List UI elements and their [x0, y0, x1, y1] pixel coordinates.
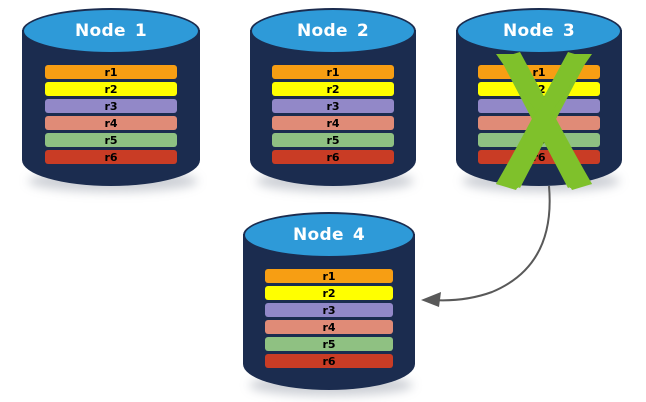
arrow-head-icon — [421, 292, 441, 307]
record-label: r3 — [322, 303, 336, 317]
record-row: r5 — [477, 133, 601, 147]
record-label: r2 — [104, 82, 118, 96]
record-label: r6 — [326, 150, 340, 164]
record-label: r5 — [532, 133, 546, 147]
record-row: r4 — [477, 116, 601, 130]
record-label: r6 — [532, 150, 546, 164]
record-label: r3 — [104, 99, 118, 113]
record-row: r6 — [271, 150, 395, 164]
record-label: r1 — [104, 65, 118, 79]
record-label: r5 — [104, 133, 118, 147]
node-4[interactable]: r1 r2 r3 r4 r5 r6 Node 4 — [243, 212, 415, 396]
record-label: r5 — [326, 133, 340, 147]
record-label: r1 — [532, 65, 546, 79]
record-row: r2 — [271, 82, 395, 96]
record-label: r3 — [532, 99, 546, 113]
record-label: r1 — [322, 269, 336, 283]
record-label: r2 — [322, 286, 336, 300]
record-row: r4 — [271, 116, 395, 130]
cylinder-top — [250, 8, 416, 54]
record-row: r3 — [271, 99, 395, 113]
record-label: r2 — [532, 82, 546, 96]
record-row: r6 — [265, 354, 393, 368]
record-row: r1 — [477, 65, 601, 79]
record-row: r3 — [477, 99, 601, 113]
record-label: r5 — [322, 337, 336, 351]
node-1[interactable]: r1 r2 r3 r4 r5 r6 Node 1 — [22, 8, 200, 192]
record-row: r4 — [265, 320, 393, 334]
record-label: r4 — [104, 116, 118, 130]
record-row: r6 — [477, 150, 601, 164]
record-row: r2 — [45, 82, 177, 96]
record-row: r1 — [45, 65, 177, 79]
record-row: r3 — [45, 99, 177, 113]
record-label: r4 — [326, 116, 340, 130]
record-label: r3 — [326, 99, 340, 113]
record-row: r3 — [265, 303, 393, 317]
record-list: r1 r2 r3 r4 r5 r6 — [271, 65, 395, 164]
record-row: r1 — [271, 65, 395, 79]
arrow-path — [431, 185, 551, 302]
record-row: r5 — [45, 133, 177, 147]
record-list: r1 r2 r3 r4 r5 r6 — [45, 65, 177, 164]
record-list: r1 r2 r3 r4 r5 r6 — [265, 269, 393, 368]
record-row: r6 — [45, 150, 177, 164]
record-row: r5 — [271, 133, 395, 147]
node-2[interactable]: r1 r2 r3 r4 r5 r6 Node 2 — [250, 8, 416, 192]
record-row: r2 — [265, 286, 393, 300]
record-label: r2 — [326, 82, 340, 96]
record-row: r5 — [265, 337, 393, 351]
record-row: r2 — [477, 82, 601, 96]
record-label: r6 — [322, 354, 336, 368]
record-row: r1 — [265, 269, 393, 283]
record-label: r6 — [104, 150, 118, 164]
record-row: r4 — [45, 116, 177, 130]
cylinder-top — [456, 8, 622, 54]
cylinder-top — [243, 212, 415, 258]
record-list: r1 r2 r3 r4 r5 r6 — [477, 65, 601, 164]
record-label: r4 — [322, 320, 336, 334]
cylinder-top — [22, 8, 200, 54]
record-label: r1 — [326, 65, 340, 79]
record-label: r4 — [532, 116, 546, 130]
node-3[interactable]: r1 r2 r3 r4 r5 r6 Node 3 — [456, 8, 622, 192]
